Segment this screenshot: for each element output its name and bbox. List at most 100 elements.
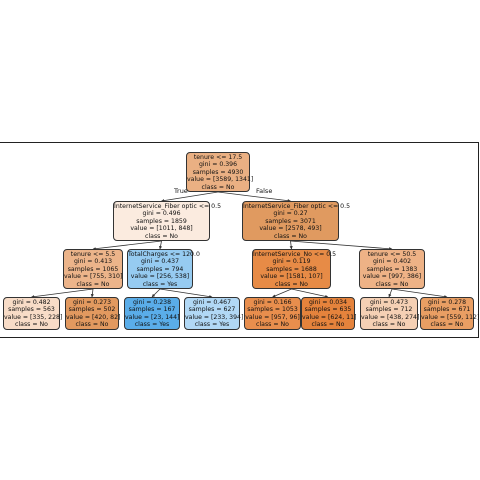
- node-samples: samples = 3071: [265, 217, 316, 225]
- node-class: class = No: [256, 321, 289, 329]
- tree-edge-root-r: [217, 191, 291, 203]
- tree-node-rrr: gini = 0.278 samples = 671 value = [559,…: [420, 297, 480, 330]
- tree-node-rll: gini = 0.166 samples = 1053 value = [957…: [244, 297, 301, 330]
- node-class: class = Yes: [194, 321, 230, 329]
- node-gini: gini = 0.396: [198, 161, 238, 169]
- node-value: value = [2578, 493]: [259, 225, 322, 233]
- node-class: class = Yes: [142, 280, 178, 288]
- tree-node-llr: gini = 0.273 samples = 502 value = [420,…: [65, 297, 121, 330]
- node-samples: samples = 1383: [366, 265, 418, 273]
- node-gini: gini = 0.273: [72, 299, 112, 306]
- node-class: class = No: [145, 232, 178, 240]
- node-value: value = [624, 11]: [302, 313, 357, 321]
- node-gini: gini = 0.437: [140, 258, 180, 266]
- node-samples: samples = 671: [423, 306, 471, 314]
- node-class: class = No: [76, 280, 110, 288]
- tree-node-rl: InternetService_No <= 0.5 gini = 0.119 s…: [252, 249, 337, 289]
- node-samples: samples = 1688: [266, 265, 317, 273]
- node-samples: samples = 627: [188, 306, 236, 314]
- node-gini: gini = 0.467: [192, 299, 232, 306]
- node-gini: gini = 0.278: [427, 299, 467, 306]
- tree-node-rlr: gini = 0.034 samples = 635 value = [624,…: [301, 297, 357, 330]
- node-samples: samples = 1053: [247, 306, 298, 314]
- node-gini: gini = 0.402: [372, 258, 412, 266]
- node-class: class = No: [372, 321, 406, 329]
- tree-node-lll: gini = 0.482 samples = 563 value = [335,…: [3, 297, 63, 330]
- node-samples: samples = 1065: [67, 265, 119, 273]
- node-value: value = [420, 82]: [66, 313, 121, 321]
- node-samples: samples = 712: [365, 306, 413, 314]
- tree-edge-rl-rll: [272, 288, 292, 298]
- tree-edge-rr-rrl: [388, 288, 393, 298]
- node-class: class = No: [274, 232, 307, 240]
- node-value: value = [997, 386]: [362, 273, 422, 281]
- node-class: class = No: [275, 280, 308, 288]
- node-value: value = [23, 144]: [125, 313, 180, 321]
- node-split: InternetService_Fiber optic <= 0.5: [114, 203, 222, 210]
- node-value: value = [1011, 848]: [130, 225, 193, 233]
- node-value: value = [233, 394]: [185, 313, 244, 321]
- node-value: value = [755, 310]: [64, 273, 123, 281]
- node-class: class = No: [375, 280, 409, 288]
- tree-node-ll: tenure <= 5.5 gini = 0.413 samples = 106…: [63, 249, 123, 289]
- node-samples: samples = 502: [68, 306, 116, 314]
- tree-edge-lr-lrl: [151, 288, 161, 298]
- node-samples: samples = 1859: [136, 217, 187, 225]
- tree-edge-l-ll: [92, 240, 162, 251]
- node-gini: gini = 0.034: [308, 299, 348, 306]
- tree-node-root: tenure <= 17.5 gini = 0.396 samples = 49…: [186, 152, 254, 192]
- edge-label-false: False: [256, 187, 273, 195]
- node-samples: samples = 563: [8, 306, 55, 314]
- node-split: InternetService_No <= 0.5: [253, 251, 337, 258]
- node-split: tenure <= 5.5: [70, 251, 116, 258]
- node-samples: samples = 635: [304, 306, 352, 314]
- node-class: class = Yes: [134, 321, 170, 329]
- node-gini: gini = 0.238: [132, 299, 172, 306]
- node-value: value = [256, 538]: [130, 273, 190, 281]
- node-class: class = No: [311, 321, 345, 329]
- tree-node-lrl: gini = 0.238 samples = 167 value = [23, …: [124, 297, 180, 330]
- tree-edge-root-l: [161, 191, 219, 203]
- node-value: value = [559, 112]: [421, 313, 480, 321]
- tree-node-l: InternetService_Fiber optic <= 0.5 gini …: [113, 201, 222, 241]
- node-gini: gini = 0.119: [272, 258, 311, 266]
- node-gini: gini = 0.413: [73, 258, 113, 266]
- node-value: value = [3589, 1341]: [187, 176, 254, 184]
- node-split: tenure <= 17.5: [193, 154, 243, 161]
- node-split: tenure <= 50.5: [367, 251, 417, 258]
- tree-node-r: InternetService_Fiber optic <= 0.5 gini …: [242, 201, 351, 241]
- node-class: class = No: [15, 321, 48, 329]
- tree-edge-rl-rlr: [291, 288, 329, 298]
- node-gini: gini = 0.482: [12, 299, 51, 306]
- tree-edge-rr-rrr: [391, 288, 448, 299]
- node-value: value = [957, 96]: [245, 313, 300, 321]
- node-class: class = No: [201, 183, 235, 191]
- tree-node-rr: tenure <= 50.5 gini = 0.402 samples = 13…: [359, 249, 425, 289]
- tree-edge-r-rl: [289, 240, 293, 250]
- node-value: value = [335, 228]: [4, 313, 63, 321]
- node-value: value = [1581, 107]: [260, 273, 323, 281]
- node-samples: samples = 794: [136, 265, 184, 273]
- tree-edge-r-rr: [290, 240, 393, 251]
- edge-label-true: True: [174, 187, 188, 195]
- node-samples: samples = 4930: [192, 168, 244, 176]
- tree-edge-lr-lrr: [159, 288, 213, 299]
- tree-node-rrl: gini = 0.473 samples = 712 value = [438,…: [360, 297, 420, 330]
- tree-frame: [0, 142, 479, 338]
- node-samples: samples = 167: [128, 306, 176, 314]
- node-class: class = No: [430, 321, 464, 329]
- node-gini: gini = 0.166: [253, 299, 292, 306]
- tree-edge-l-lr: [158, 240, 163, 250]
- tree-edge-ll-llr: [90, 288, 94, 298]
- node-class: class = No: [75, 321, 109, 329]
- tree-node-lrr: gini = 0.467 samples = 627 value = [233,…: [184, 297, 244, 330]
- node-split: TotalCharges <= 120.0: [128, 251, 200, 258]
- node-gini: gini = 0.27: [273, 210, 308, 218]
- node-gini: gini = 0.496: [142, 210, 181, 218]
- tree-node-lr: TotalCharges <= 120.0 gini = 0.437 sampl…: [127, 249, 200, 289]
- node-split: InternetService_Fiber optic <= 0.5: [243, 203, 351, 210]
- tree-edge-ll-lll: [31, 288, 94, 299]
- node-value: value = [438, 274]: [361, 313, 420, 321]
- node-gini: gini = 0.473: [369, 299, 409, 306]
